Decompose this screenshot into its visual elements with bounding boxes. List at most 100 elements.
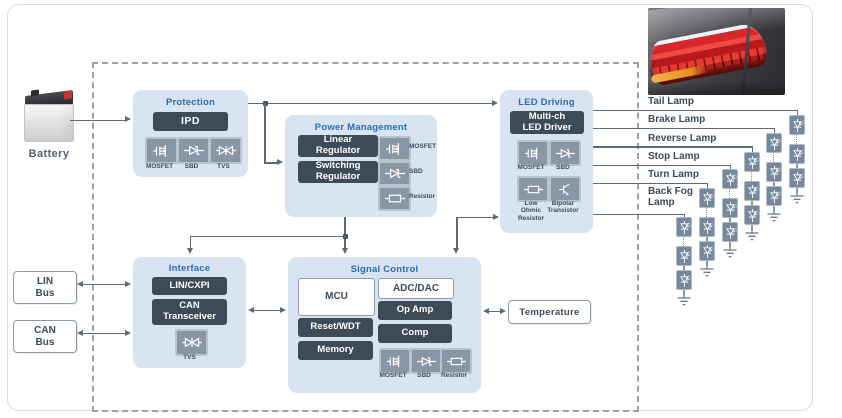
low-ohmic-resistor-icon [517, 176, 549, 202]
ground-icon [744, 230, 760, 241]
mcu-chip: MCU [298, 278, 375, 316]
linear-regulator-chip: Linear Regulator [298, 135, 378, 157]
chain-link [706, 237, 708, 241]
led-module-icon [676, 270, 692, 290]
chain-dotted-link [796, 135, 797, 144]
line-stop-lamp [729, 165, 731, 170]
sbd-caption: SBD [184, 163, 199, 170]
chain-link [729, 218, 731, 222]
resistor-caption: Resistor [440, 372, 467, 379]
stop-lamp-led-chain [722, 169, 738, 259]
turn-lamp-label: Turn Lamp [648, 169, 699, 180]
arrowhead [124, 116, 131, 122]
connector-leddriving-signal [456, 217, 458, 248]
arrowhead [279, 306, 286, 313]
mosfet-caption: MOSFET [409, 143, 437, 150]
chain-dotted-link [751, 172, 752, 181]
arrowhead [453, 247, 459, 254]
led-module-icon [722, 222, 738, 242]
connector-leddriving-signal [456, 216, 495, 218]
connector-junction-power [264, 103, 266, 163]
led-module-icon [722, 169, 738, 189]
chain-link [751, 225, 753, 230]
arrowhead [77, 329, 83, 336]
op-amp-chip: Op Amp [378, 301, 452, 320]
led-module-icon [789, 144, 805, 164]
arrowhead [248, 306, 254, 313]
line-brake-lamp [593, 127, 775, 129]
arrowhead [124, 329, 131, 336]
connector-battery-protection [70, 119, 126, 121]
bipolar-transistor-icon [549, 176, 581, 202]
mosfet-caption: MOSFET [517, 164, 545, 171]
sbd-caption: SBD [409, 168, 423, 175]
led-module-icon [744, 152, 760, 172]
mosfet-caption: MOSFET [379, 372, 407, 379]
led-module-icon [722, 198, 738, 218]
mosfet-icon [145, 137, 178, 164]
line-turn-lamp [706, 183, 708, 189]
ground-icon [722, 247, 738, 258]
can-transceiver-chip: CAN Transceiver [152, 299, 227, 325]
connector-canbus-interface [79, 332, 129, 334]
arrowhead [492, 213, 499, 220]
tvs-icon [209, 137, 242, 164]
arrowhead [491, 99, 498, 106]
rear-lamp-photo [648, 8, 785, 95]
interface-title: Interface [168, 263, 211, 274]
signal-control-block: Signal Control MCU Reset/WDT Memory ADC/… [288, 257, 481, 393]
chain-dotted-link [683, 237, 684, 246]
arrowhead [499, 307, 506, 314]
sbd-icon [410, 348, 442, 374]
bumper-shadow [648, 81, 785, 95]
mosfet-icon [379, 348, 411, 374]
battery-graphic: Battery [24, 89, 78, 164]
connector-junction-power [264, 162, 277, 164]
line-back-fog-lamp [683, 214, 685, 218]
chain-dotted-link [773, 153, 774, 162]
led-driving-block: LED Driving Multi-ch LED Driver MOSFET S… [500, 90, 593, 233]
connector-linbus-interface [79, 283, 129, 285]
lin-cxpi-chip: LIN/CXPI [152, 277, 227, 295]
chain-link [796, 164, 798, 168]
chain-link [683, 290, 685, 295]
arrowhead [276, 159, 283, 165]
connector-rail [189, 235, 346, 237]
led-module-icon [766, 133, 782, 153]
power-management-block: Power Management Linear Regulator Switch… [285, 115, 437, 217]
resistor-caption: Resistor [409, 193, 436, 200]
chain-link [683, 266, 685, 270]
interface-block: Interface LIN/CXPI CAN Transceiver TVS [133, 257, 246, 368]
multich-led-driver-chip: Multi-ch LED Driver [510, 111, 584, 134]
ground-icon [789, 193, 805, 204]
connector-signal-temperature [485, 310, 504, 312]
temperature-box: Temperature [508, 300, 591, 324]
sbd-icon [177, 137, 210, 164]
ecu-dashed-boundary [92, 62, 639, 412]
battery-red-terminal-icon [64, 90, 72, 100]
turn-lamp-led-chain [699, 188, 715, 278]
ground-icon [766, 211, 782, 222]
reverse-lamp-led-chain [744, 152, 760, 242]
ground-icon [699, 266, 715, 277]
line-reverse-lamp [751, 146, 753, 153]
connector-rail-interface [189, 236, 191, 248]
line-turn-lamp [593, 182, 708, 184]
back-fog-lamp-label: Back Fog Lamp [648, 186, 694, 208]
signal-control-title: Signal Control [350, 264, 419, 275]
tvs-icon [175, 329, 208, 356]
chain-link [773, 182, 775, 186]
connector-protection-leddriving [248, 102, 495, 104]
can-bus-box: CAN Bus [13, 320, 77, 353]
chain-link [706, 261, 708, 266]
ground-icon [676, 295, 692, 306]
led-module-icon [699, 217, 715, 237]
led-driving-title: LED Driving [518, 97, 575, 108]
ipd-chip: IPD [153, 112, 228, 131]
arrowhead [341, 247, 348, 254]
battery-body [24, 104, 74, 142]
chain-dotted-link [729, 189, 730, 198]
power-management-title: Power Management [314, 122, 408, 133]
led-module-icon [789, 115, 805, 135]
arrowhead [483, 307, 489, 314]
